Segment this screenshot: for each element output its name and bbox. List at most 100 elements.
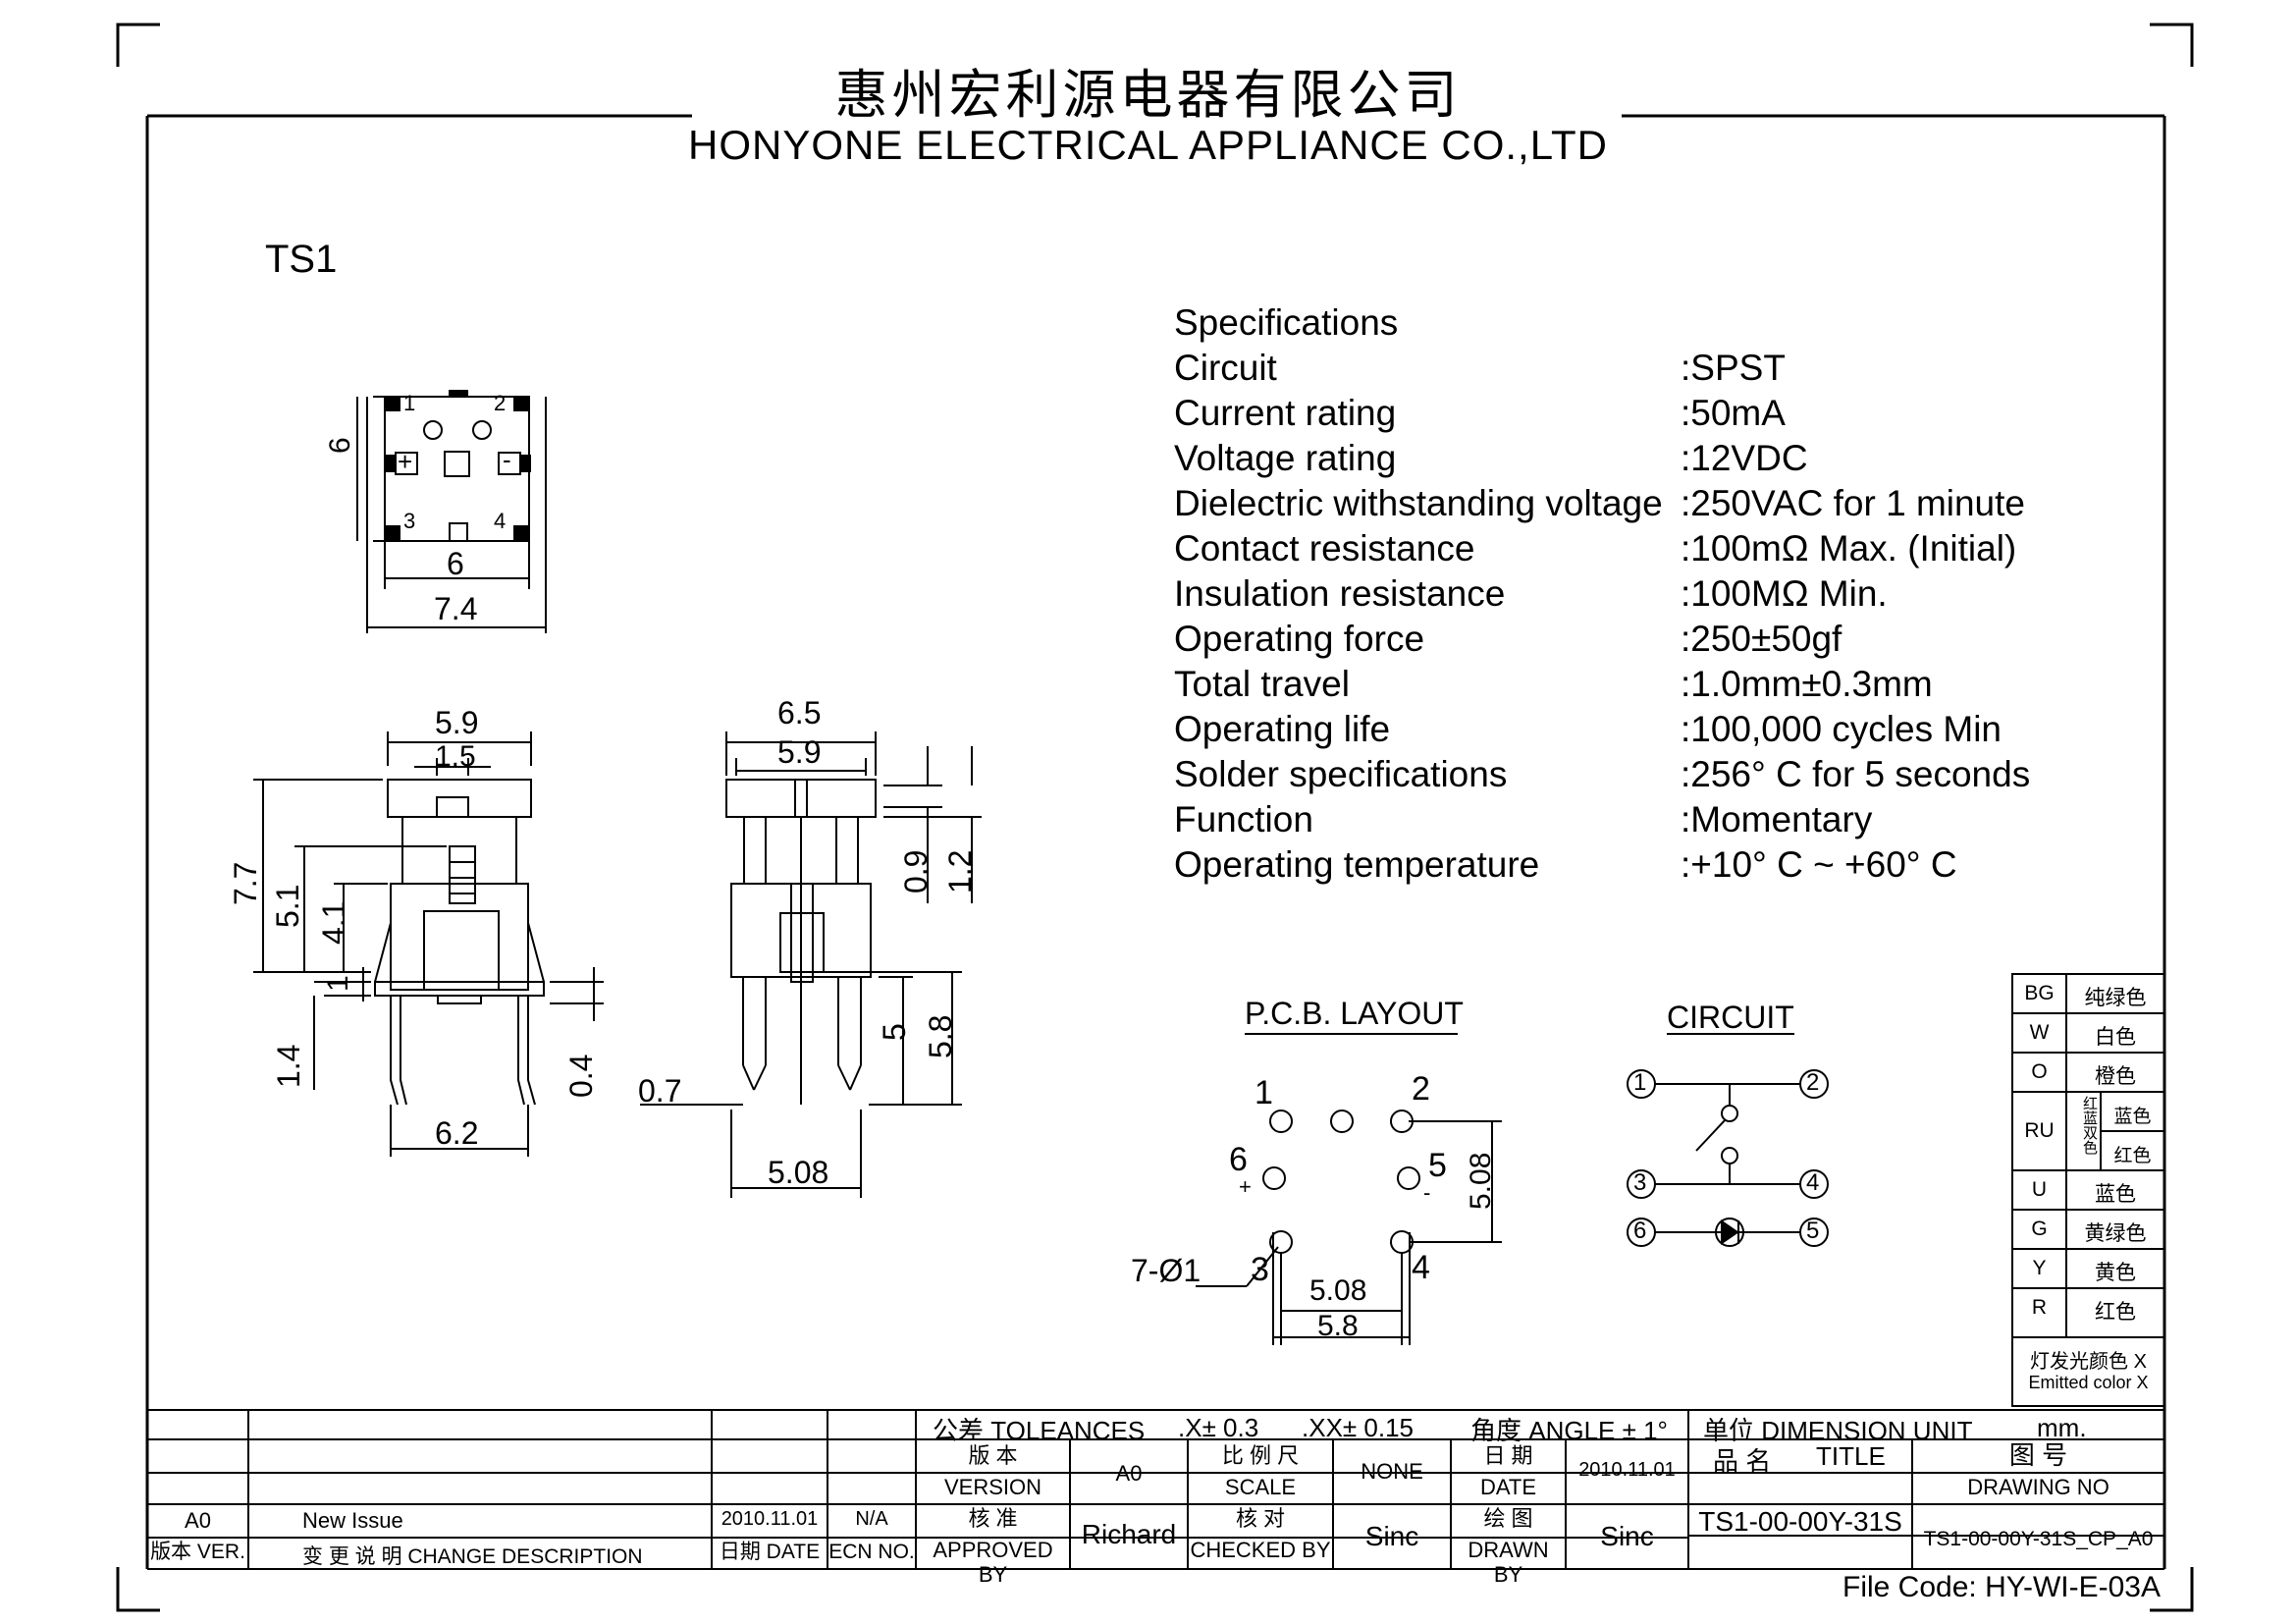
- date-label-cn: 日 期: [1483, 1443, 1533, 1468]
- angle-tolerance: 角度 ANGLE ± 1°: [1470, 1416, 1668, 1445]
- spec-value: :1.0mm±0.3mm: [1681, 664, 1933, 704]
- legend-name: 白色: [2095, 1026, 2136, 1049]
- dim-front-4-1: 4.1: [316, 900, 351, 945]
- header-change-description: 变 更 说 明 CHANGE DESCRIPTION: [302, 1545, 643, 1568]
- pcb-pin-3: 3: [1251, 1251, 1269, 1288]
- legend-ru-b: 红色: [2113, 1146, 2152, 1166]
- dim-top-inner-width: 6: [447, 546, 464, 581]
- checked-label-cn: 核 对: [1235, 1506, 1286, 1531]
- pcb-pin-1: 1: [1255, 1074, 1273, 1111]
- model-label: TS1: [265, 238, 338, 281]
- drawing-no-label-en: DRAWING NO: [1967, 1475, 2109, 1499]
- approved-value: Richard: [1081, 1519, 1177, 1549]
- pcb-plus: +: [1239, 1174, 1252, 1199]
- legend-footer-en: Emitted color X: [2028, 1373, 2149, 1392]
- top-pin-4: 4: [494, 509, 507, 533]
- spec-label: Total travel: [1174, 664, 1350, 704]
- pcb-pin-4: 4: [1412, 1249, 1430, 1286]
- checked-label-en: CHECKED BY: [1190, 1538, 1331, 1562]
- dim-side-5-08: 5.08: [768, 1155, 829, 1190]
- front-view: [253, 731, 604, 1157]
- pcb-holes: 7-Ø1: [1131, 1253, 1201, 1288]
- spec-label: Voltage rating: [1174, 438, 1397, 478]
- title-label-en: TITLE: [1816, 1441, 1886, 1471]
- dim-top-outer-width: 7.4: [434, 591, 478, 626]
- approved-label-cn: 核 准: [968, 1506, 1018, 1531]
- tolerance-x: .X± 0.3: [1178, 1413, 1259, 1442]
- scale-label-en: SCALE: [1224, 1475, 1297, 1499]
- dim-side-0-9: 0.9: [898, 849, 934, 893]
- spec-value: :250VAC for 1 minute: [1681, 483, 2025, 523]
- header-date: 日期 DATE: [719, 1541, 821, 1563]
- unit-value: mm.: [2037, 1413, 2087, 1442]
- legend-code: O: [2031, 1060, 2048, 1083]
- top-pin-2: 2: [494, 391, 507, 415]
- spec-label: Function: [1174, 799, 1313, 839]
- corner-marks: [116, 23, 2194, 1612]
- spec-value: :250±50gf: [1681, 619, 1842, 659]
- top-view: [356, 390, 547, 633]
- dim-side-5: 5: [877, 1023, 912, 1041]
- drawn-label-cn: 绘 图: [1483, 1506, 1533, 1531]
- pcb-pin-5: 5: [1428, 1147, 1447, 1184]
- version-label-cn: 版 本: [968, 1443, 1018, 1468]
- circuit-node-4: 4: [1806, 1169, 1820, 1196]
- spec-value: :SPST: [1681, 348, 1786, 388]
- spec-label: Operating force: [1174, 619, 1425, 659]
- border-frame: [145, 114, 2166, 1569]
- title-block-grid: [147, 1409, 2164, 1570]
- header-ecn: ECN NO.: [828, 1541, 915, 1563]
- top-pin-1: 1: [403, 391, 416, 415]
- revision-date: 2010.11.01: [721, 1508, 819, 1530]
- legend-ru-side: 红蓝双色: [2081, 1096, 2098, 1155]
- drawn-label-en: DRAWN BY: [1468, 1538, 1549, 1588]
- drawing-no-value: TS1-00-00Y-31S_CP_A0: [1923, 1528, 2154, 1550]
- legend-code: U: [2031, 1178, 2048, 1201]
- dim-front-0-4: 0.4: [563, 1054, 599, 1098]
- dim-front-7-7: 7.7: [228, 861, 263, 905]
- pcb-title: P.C.B. LAYOUT: [1245, 996, 1464, 1031]
- pcb-minus: -: [1423, 1180, 1431, 1205]
- version-label-en: VERSION: [943, 1475, 1042, 1499]
- header-version: 版本 VER.: [150, 1541, 245, 1563]
- title-label-cn: 品 名: [1713, 1446, 1772, 1476]
- legend-code: Y: [2032, 1257, 2047, 1279]
- spec-value: :+10° C ~ +60° C: [1681, 844, 1957, 885]
- unit-label: 单位 DIMENSION UNIT: [1703, 1416, 1973, 1445]
- spec-value: :100MΩ Min.: [1681, 573, 1888, 614]
- file-code: File Code: HY-WI-E-03A: [1842, 1571, 2161, 1603]
- version-value: A0: [1115, 1461, 1143, 1486]
- dim-front-1-4: 1.4: [271, 1044, 306, 1088]
- dim-front-6-2: 6.2: [435, 1115, 479, 1151]
- dim-front-top-width: 5.9: [435, 705, 479, 740]
- spec-label: Operating temperature: [1174, 844, 1540, 885]
- revision-version: A0: [185, 1508, 211, 1533]
- circuit-node-5: 5: [1806, 1218, 1820, 1244]
- spec-label: Dielectric withstanding voltage: [1174, 483, 1663, 523]
- revision-description: New Issue: [302, 1508, 403, 1533]
- drawn-value: Sinc: [1600, 1521, 1654, 1551]
- dim-side-5-9: 5.9: [777, 734, 822, 770]
- circuit-node-6: 6: [1633, 1218, 1647, 1244]
- legend-code-ru: RU: [2024, 1119, 2055, 1142]
- company-name-en: HONYONE ELECTRICAL APPLIANCE CO.,LTD: [688, 122, 1608, 168]
- dim-side-0-7: 0.7: [638, 1073, 682, 1109]
- spec-label: Operating life: [1174, 709, 1391, 749]
- revision-ecn: N/A: [855, 1508, 888, 1530]
- tolerance-label: 公差 TOLEANCES: [933, 1416, 1146, 1445]
- drawing-no-label-cn: 图 号: [2008, 1440, 2068, 1470]
- dim-side-5-8: 5.8: [923, 1014, 958, 1058]
- legend-name: 纯绿色: [2084, 987, 2147, 1009]
- dim-side-6-5: 6.5: [777, 695, 822, 731]
- spec-label: Contact resistance: [1174, 528, 1475, 568]
- dim-front-1: 1: [322, 975, 354, 992]
- spec-label: Insulation resistance: [1174, 573, 1506, 614]
- legend-code: W: [2029, 1021, 2050, 1044]
- dim-side-1-2: 1.2: [942, 849, 978, 893]
- specs-title: Specifications: [1174, 302, 1399, 343]
- spec-value: :256° C for 5 seconds: [1681, 754, 2031, 794]
- pcb-dim-5-8: 5.8: [1317, 1310, 1359, 1342]
- checked-value: Sinc: [1364, 1521, 1419, 1551]
- color-legend-grid: [2011, 973, 2165, 1407]
